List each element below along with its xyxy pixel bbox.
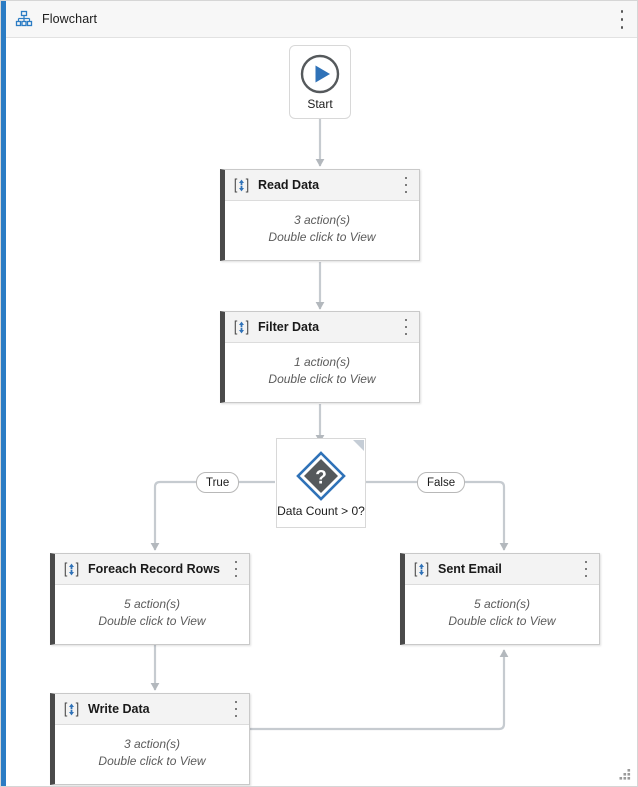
- foreach-record-rows-icon: [64, 561, 79, 577]
- flowchart-canvas[interactable]: Start Read Data 3 action(s) Double click…: [6, 38, 637, 786]
- node-hint: Double click to View: [268, 372, 376, 386]
- node-title: Foreach Record Rows: [88, 562, 220, 576]
- node-header: Foreach Record Rows: [55, 554, 249, 585]
- node-read-data[interactable]: Read Data 3 action(s) Double click to Vi…: [220, 169, 420, 261]
- node-title: Filter Data: [258, 320, 320, 334]
- start-label: Start: [307, 97, 333, 111]
- node-kebab-menu-icon[interactable]: [579, 560, 593, 578]
- corner-expand-icon[interactable]: [353, 440, 364, 451]
- read-data-icon: [234, 177, 249, 193]
- node-header: Sent Email: [405, 554, 599, 585]
- node-kebab-menu-icon[interactable]: [399, 318, 413, 336]
- play-circle-icon: [300, 54, 340, 94]
- resize-grip-icon[interactable]: [619, 768, 631, 780]
- node-kebab-menu-icon[interactable]: [229, 560, 243, 578]
- node-header: Write Data: [55, 694, 249, 725]
- node-decision[interactable]: ? Data Count > 0?: [276, 438, 366, 528]
- node-title: Sent Email: [438, 562, 502, 576]
- node-hint: Double click to View: [98, 614, 206, 628]
- node-header: Filter Data: [225, 312, 419, 343]
- decision-label: Data Count > 0?: [277, 503, 365, 518]
- titlebar: Flowchart: [6, 1, 637, 38]
- node-title: Write Data: [88, 702, 150, 716]
- node-hint: Double click to View: [268, 230, 376, 244]
- sent-email-icon: [414, 561, 429, 577]
- node-body: 3 action(s) Double click to View: [225, 201, 419, 260]
- node-action-count: 3 action(s): [123, 737, 181, 751]
- node-body: 5 action(s) Double click to View: [55, 585, 249, 644]
- node-action-count: 3 action(s): [293, 213, 351, 227]
- node-hint: Double click to View: [448, 614, 556, 628]
- window-kebab-menu-icon[interactable]: [614, 8, 630, 31]
- node-body: 5 action(s) Double click to View: [405, 585, 599, 644]
- node-hint: Double click to View: [98, 754, 206, 768]
- page-title: Flowchart: [42, 12, 98, 26]
- node-kebab-menu-icon[interactable]: [229, 700, 243, 718]
- edge-label-false[interactable]: False: [417, 472, 466, 493]
- node-filter-data[interactable]: Filter Data 1 action(s) Double click to …: [220, 311, 420, 403]
- question-diamond-icon: ?: [296, 450, 346, 501]
- node-sent-email[interactable]: Sent Email 5 action(s) Double click to V…: [400, 553, 600, 645]
- node-body: 1 action(s) Double click to View: [225, 343, 419, 402]
- edge-label-true[interactable]: True: [196, 472, 240, 493]
- node-action-count: 1 action(s): [293, 355, 351, 369]
- node-write-data[interactable]: Write Data 3 action(s) Double click to V…: [50, 693, 250, 785]
- node-kebab-menu-icon[interactable]: [399, 176, 413, 194]
- edge-write-data-to-sent-email: [250, 649, 509, 731]
- node-body: 3 action(s) Double click to View: [55, 725, 249, 784]
- write-data-icon: [64, 701, 79, 717]
- connector-layer: [150, 119, 509, 731]
- node-foreach-record-rows[interactable]: Foreach Record Rows 5 action(s) Double c…: [50, 553, 250, 645]
- org-chart-icon: [15, 10, 33, 27]
- node-title: Read Data: [258, 178, 320, 192]
- node-start[interactable]: Start: [289, 45, 351, 119]
- left-accent-bar: [1, 1, 6, 786]
- node-action-count: 5 action(s): [123, 597, 181, 611]
- node-action-count: 5 action(s): [473, 597, 531, 611]
- filter-data-icon: [234, 319, 249, 335]
- svg-text:?: ?: [315, 467, 327, 488]
- node-header: Read Data: [225, 170, 419, 201]
